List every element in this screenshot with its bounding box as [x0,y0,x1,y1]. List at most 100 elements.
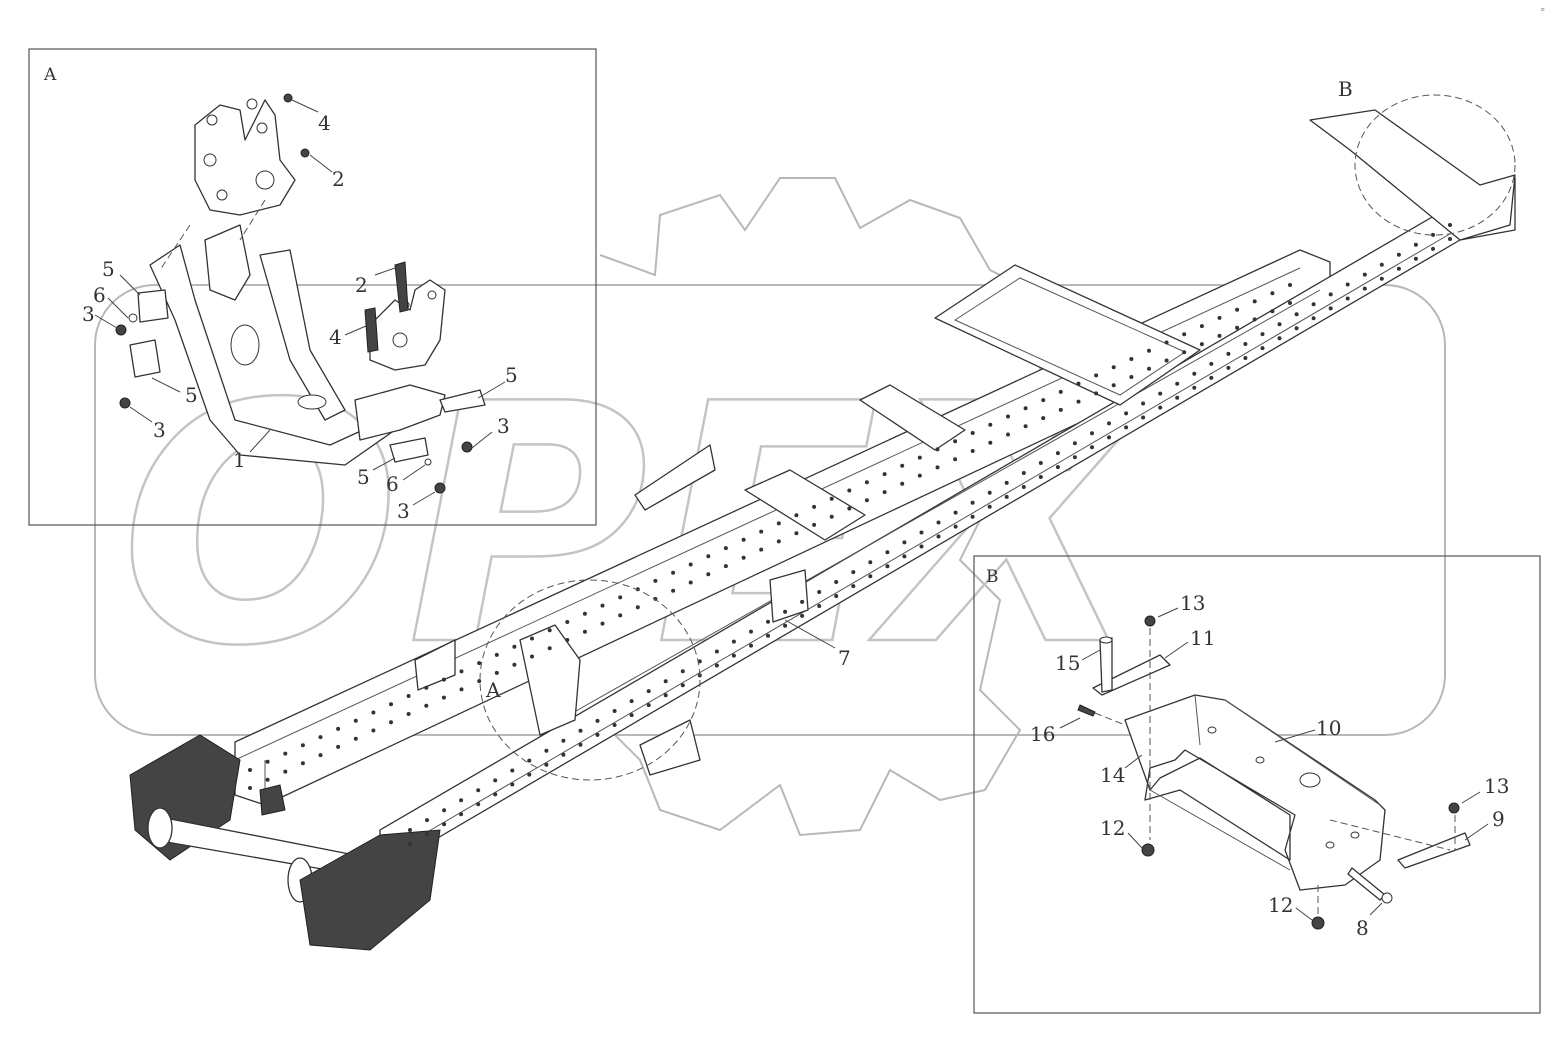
rivet-hole [1090,431,1094,436]
rivet-hole [1058,389,1063,394]
rivet-hole [1111,383,1116,388]
rivet-hole [1058,407,1063,412]
rivet-hole [847,506,852,511]
rivet-hole [1182,350,1187,355]
suspension-bracket [519,624,581,736]
callout-a-3c: 3 [497,414,510,438]
rivet-hole [561,752,566,757]
rivet-hole [1158,405,1163,410]
callout-a-4: 4 [318,111,331,135]
rivet-hole [459,812,464,817]
rivet-hole [1396,252,1401,257]
rivet-hole [1260,332,1265,337]
rivet-hole [988,422,993,427]
rivet-hole [919,544,924,549]
rivet-hole [953,457,958,462]
rivet-hole [1111,365,1116,370]
rivet-hole [953,439,958,444]
rivet-hole [510,782,515,787]
rivet-hole [1072,455,1077,460]
callout-b-12b: 12 [1268,893,1293,917]
rivet-hole [442,808,447,813]
rivet-hole [629,713,634,718]
rivet-hole [723,564,728,569]
rivet-hole [1252,317,1257,322]
detail-a-frame [28,48,597,526]
rivet-hole [829,496,834,501]
rivet-hole [1124,411,1129,416]
rivet-hole [1192,385,1197,390]
rivet-hole [783,623,788,628]
rivet-hole [1311,302,1316,307]
rivet-hole [885,550,890,555]
rivet-hole [561,738,566,743]
rivet-hole [1006,432,1010,437]
rivet-hole [318,753,323,758]
rivet-hole [510,768,515,773]
rivet-hole [1141,415,1146,420]
rivet-hole [1023,424,1028,429]
rivet-hole [1199,324,1204,329]
rivet-hole [582,629,587,634]
detail-b-circle [1354,94,1516,236]
rivet-hole [663,679,668,684]
rivet-hole [493,792,498,797]
rivet-hole [318,735,323,740]
fasteners-a [115,93,473,494]
callout-b-8: 8 [1356,916,1369,940]
watermark: OPEX [94,177,1446,837]
detail-a-letter: A [43,65,57,85]
rivet-hole [759,547,764,552]
rivet-hole [336,744,341,749]
rivet-hole [1431,232,1435,237]
callout-a-5c: 5 [505,363,518,387]
rivet-hole [1379,276,1384,281]
rivet-hole [1055,465,1060,470]
rivet-hole [565,620,570,624]
callout-a-3d: 3 [397,499,410,523]
rivet-hole [494,652,499,657]
rivet-hole [353,718,358,723]
rivet-hole [1379,262,1384,267]
marker-a: A [485,678,501,702]
rivet-hole [970,431,975,435]
callout-b-11: 11 [1190,626,1215,650]
rivet-hole [371,710,376,715]
rivet-hole [663,693,668,698]
rivet-hole [629,699,634,704]
callout-b-15: 15 [1055,651,1080,675]
rivet-hole [1277,322,1282,327]
callout-b-16: 16 [1030,722,1055,746]
rivet-hole [1004,494,1009,499]
rivet-hole [970,514,975,519]
rivet-hole [477,661,482,666]
rivet-hole [646,689,651,694]
rivet-hole [1192,371,1197,376]
rivet-hole [1260,346,1265,351]
rivet-hole [493,778,498,783]
rivet-hole [1164,340,1169,345]
rivet-hole [459,669,464,674]
rivet-hole [1038,461,1043,465]
rivet-hole [1124,425,1129,430]
detail-a-circle [479,579,701,781]
rivet-hole [1147,348,1151,353]
rivet-hole [1147,366,1151,371]
rivet-hole [1175,381,1180,386]
detail-a: A [28,48,597,526]
rivet-hole [612,709,617,713]
rivet-hole [731,639,736,644]
rivet-hole [817,604,822,608]
rivet-hole [1107,421,1111,426]
rivet-hole [1076,381,1081,386]
rivet-hole [706,572,711,577]
callout-b-13b: 13 [1484,774,1509,798]
rail-holes [248,223,1452,846]
rivet-hole [1055,451,1060,456]
detail-b-frame [973,555,1541,1014]
corner-mark: ° [1540,6,1546,19]
rivet-hole [1209,361,1214,366]
rivet-hole [1129,357,1134,361]
rivet-hole [635,605,640,610]
rivet-hole [817,590,822,594]
